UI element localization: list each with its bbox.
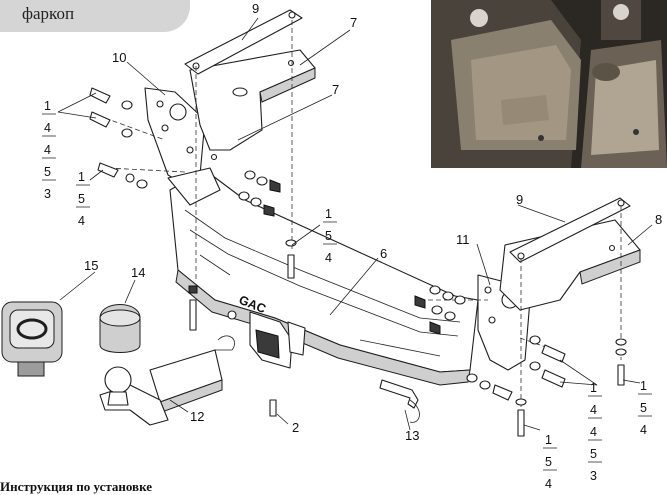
- left-arm-part-7: [189, 49, 316, 161]
- stack-right-center-2: 4: [545, 477, 552, 491]
- installation-photo-image: [431, 0, 667, 168]
- callout-6: 6: [380, 246, 387, 261]
- callout-7-top: 7: [350, 15, 357, 30]
- stack-left-top-0: 1: [44, 99, 51, 113]
- left-bracket-part-10: [144, 87, 221, 206]
- receiver-box: [227, 310, 306, 369]
- stack-left-mid-1: 5: [78, 192, 85, 206]
- callout-9-right: 9: [516, 192, 523, 207]
- stack-right-mid-1: 4: [590, 403, 597, 417]
- callout-8: 8: [655, 212, 662, 227]
- stack-right-mid-4: 3: [590, 469, 597, 483]
- right-fasteners: [414, 285, 627, 437]
- callout-15: 15: [84, 258, 98, 273]
- callout-11: 11: [456, 232, 470, 247]
- stack-right-mid-0: 1: [590, 381, 597, 395]
- socket-cover-part-15: [1, 301, 63, 377]
- installation-photo: [431, 0, 667, 168]
- stack-right-center-0: 1: [545, 433, 552, 447]
- stack-left-mid-2: 4: [78, 214, 85, 228]
- callout-10: 10: [112, 50, 126, 65]
- stack-left-mid-0: 1: [78, 170, 85, 184]
- callout-2: 2: [292, 420, 299, 435]
- ball-cap-part-14: [99, 304, 141, 353]
- stack-left-top-3: 5: [44, 165, 51, 179]
- callout-7-mid: 7: [332, 82, 339, 97]
- stack-right-mid: 1 4 4 5 3: [588, 381, 602, 483]
- callout-9-left: 9: [252, 1, 259, 16]
- hitch-pin-part-13: [214, 335, 420, 423]
- stack-left-top-2: 4: [44, 143, 51, 157]
- stack-left-top: 1 4 4 5 3: [42, 99, 56, 201]
- bolt-alignment-lines: [104, 20, 622, 420]
- stack-center-upper: 1 5 4: [323, 207, 337, 265]
- stack-right-far-1: 5: [640, 401, 647, 415]
- stack-right-far-0: 1: [640, 379, 647, 393]
- header-tab-label: фаркоп: [22, 4, 75, 23]
- right-strip-part-9: [509, 197, 631, 263]
- crossbar-part-6: [169, 169, 479, 386]
- callout-labels: 9 7 7 10 6 9 8 11 15 14 12 2 13: [84, 1, 662, 443]
- leader-lines: [57, 17, 653, 431]
- stack-center-upper-0: 1: [325, 207, 332, 221]
- stack-right-mid-2: 4: [590, 425, 597, 439]
- stack-center-upper-1: 5: [325, 229, 332, 243]
- stack-right-center-1: 5: [545, 455, 552, 469]
- callout-12: 12: [190, 409, 204, 424]
- left-fasteners: [89, 87, 297, 417]
- stack-center-upper-2: 4: [325, 251, 332, 265]
- callout-13: 13: [405, 428, 419, 443]
- stack-right-far-2: 4: [640, 423, 647, 437]
- stack-right-mid-3: 5: [590, 447, 597, 461]
- stack-left-mid: 1 5 4: [76, 170, 90, 228]
- stack-right-far: 1 5 4: [638, 379, 652, 437]
- stack-right-center: 1 5 4: [543, 433, 557, 491]
- footer-title: Инструкция по установке: [0, 479, 153, 494]
- callout-14: 14: [131, 265, 145, 280]
- stack-left-top-1: 4: [44, 121, 51, 135]
- stack-left-top-4: 3: [44, 187, 51, 201]
- header-tab: фаркоп: [0, 0, 190, 32]
